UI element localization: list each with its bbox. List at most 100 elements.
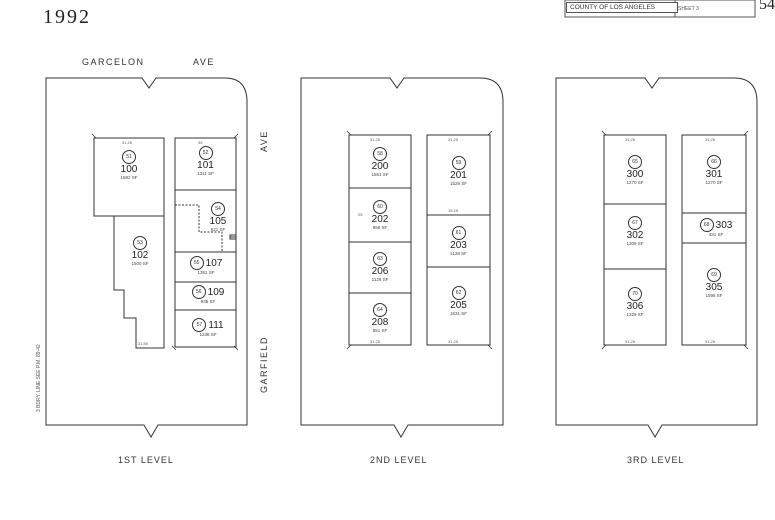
unit-number: 200 xyxy=(371,161,389,172)
lot-number: 51 xyxy=(122,150,136,164)
unit-area: 1129 SF xyxy=(371,277,389,282)
unit-102: 53 102 1500 SF xyxy=(120,236,160,266)
dim-label: 31.25 xyxy=(370,339,381,344)
sheet-label: SHEET 3 xyxy=(678,6,699,12)
unit-number: 302 xyxy=(626,230,644,241)
dim-label: 31.25 xyxy=(448,137,459,142)
dim-label: 31.25 xyxy=(370,137,381,142)
unit-111: 57 111 1238 SF xyxy=(183,318,233,337)
level-2-label: 2ND LEVEL xyxy=(370,455,428,465)
unit-area: 1238 SF xyxy=(199,332,217,337)
unit-number: 303 xyxy=(715,219,733,231)
lot-number: 52 xyxy=(198,146,213,160)
dim-label: 31.25 xyxy=(122,140,133,145)
unit-area: 1311 SF xyxy=(197,171,214,176)
page-number: 54 xyxy=(759,0,775,13)
unit-201: 59 201 1529 SF xyxy=(427,156,490,186)
level-1-outline xyxy=(45,77,248,438)
map-year: 1992 xyxy=(43,6,91,28)
unit-305: 69 305 1595 SF xyxy=(682,268,746,298)
street-garcelon: GARCELON xyxy=(82,57,145,67)
unit-301: 66 301 1270 SF xyxy=(682,155,746,185)
unit-302: 67 302 1309 SF xyxy=(604,216,666,246)
boundary-note: 3 BDRY. LINE SEE P.M. 89-42 xyxy=(36,344,42,412)
lot-number: 58 xyxy=(373,147,387,161)
county-label: COUNTY OF LOS ANGELES xyxy=(566,2,678,13)
unit-area: 1329 SF xyxy=(626,312,644,317)
unit-number: 107 xyxy=(205,257,223,269)
unit-306: 70 306 1329 SF xyxy=(604,287,666,317)
lot-number: 59 xyxy=(451,156,466,170)
dim-label: 31.50 xyxy=(138,341,149,346)
lot-number: 55 xyxy=(189,256,204,270)
unit-area: 1270 SF xyxy=(705,180,723,185)
lot-number: 60 xyxy=(373,200,387,214)
level-1-label: 1ST LEVEL xyxy=(118,455,174,465)
lot-number: 56 xyxy=(191,285,206,299)
lot-number: 69 xyxy=(707,268,721,282)
lot-number: 63 xyxy=(373,252,387,266)
unit-number: 100 xyxy=(120,164,138,175)
unit-107: 55 107 1351 SF xyxy=(183,256,229,275)
unit-area: 1561 SF xyxy=(371,172,389,177)
unit-200: 58 200 1561 SF xyxy=(349,147,411,177)
unit-100: 51 100 1582 SF xyxy=(94,150,164,180)
dim-label: 31.25 xyxy=(625,137,636,142)
street-ave-top: AVE xyxy=(193,57,215,67)
unit-number: 202 xyxy=(371,214,389,225)
dim-label: 31.25 xyxy=(705,137,716,142)
unit-number: 102 xyxy=(131,250,149,261)
unit-area: 1531 SF xyxy=(449,311,467,316)
dim-label: 25 xyxy=(358,212,363,217)
lot-number: 54 xyxy=(211,202,225,216)
unit-number: 105 xyxy=(209,216,227,227)
lot-number: 70 xyxy=(628,287,642,301)
lot-number: 67 xyxy=(628,216,642,230)
unit-303: 68 303 431 SF xyxy=(686,218,746,237)
unit-area: 936 SF xyxy=(200,299,216,304)
unit-number: 300 xyxy=(626,169,644,180)
dim-label: 35 xyxy=(198,140,203,145)
dim-label: 31.25 xyxy=(705,339,716,344)
unit-number: 205 xyxy=(450,300,467,311)
street-garfield: GARFIELD xyxy=(259,335,269,393)
unit-area: 951 SF xyxy=(372,328,388,333)
unit-number: 208 xyxy=(371,317,389,328)
unit-area: 1351 SF xyxy=(197,270,215,275)
unit-number: 111 xyxy=(208,319,224,331)
level-2-outline xyxy=(300,77,504,438)
unit-area: 1529 SF xyxy=(449,181,467,186)
unit-area: 1582 SF xyxy=(120,175,138,180)
dim-label: 31.25 xyxy=(448,339,459,344)
lot-number: 66 xyxy=(707,155,721,169)
unit-105: 54 105 621 SF xyxy=(200,202,236,232)
unit-300: 65 300 1270 SF xyxy=(604,155,666,185)
unit-number: 101 xyxy=(197,160,214,171)
lot-number: 68 xyxy=(699,218,714,232)
dim-label: 31.25 xyxy=(625,339,636,344)
unit-area: 958 SF xyxy=(372,225,388,230)
unit-area: 1309 SF xyxy=(626,241,644,246)
unit-number: 301 xyxy=(705,169,723,180)
unit-101: 52 101 1311 SF xyxy=(175,146,236,176)
unit-area: 1595 SF xyxy=(705,293,723,298)
unit-number: 306 xyxy=(626,301,644,312)
unit-area: 1128 SF xyxy=(450,251,467,256)
unit-number: 201 xyxy=(450,170,467,181)
unit-109: 56 109 936 SF xyxy=(183,285,233,304)
unit-area: 621 SF xyxy=(210,227,226,232)
lot-number: 61 xyxy=(451,226,466,240)
unit-203: 61 203 1128 SF xyxy=(427,226,490,256)
lot-number: 62 xyxy=(451,286,466,300)
unit-area: 1270 SF xyxy=(626,180,644,185)
level-3-outline xyxy=(555,77,758,438)
lot-number: 53 xyxy=(133,236,147,250)
unit-area: 431 SF xyxy=(708,232,724,237)
lot-number: 65 xyxy=(628,155,642,169)
unit-205: 62 205 1531 SF xyxy=(427,286,490,316)
unit-208: 64 208 951 SF xyxy=(349,303,411,333)
dim-label: 15.25 xyxy=(448,208,459,213)
unit-number: 206 xyxy=(371,266,389,277)
street-ave-side: AVE xyxy=(259,130,269,152)
